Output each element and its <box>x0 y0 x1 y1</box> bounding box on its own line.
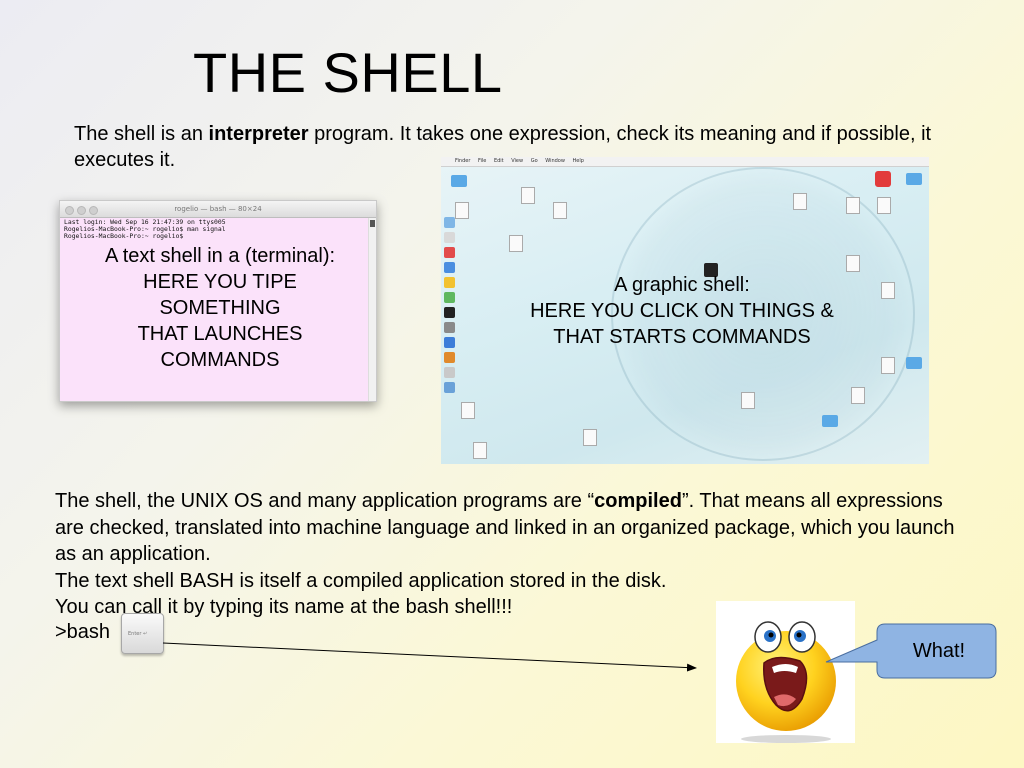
callout-text: What! <box>912 640 966 662</box>
app-icon <box>443 352 455 363</box>
folder-icon <box>906 357 922 369</box>
shocked-smiley-image <box>716 601 855 743</box>
app-icon <box>704 263 718 277</box>
document-icon <box>583 429 597 446</box>
menu-item: View <box>511 158 524 164</box>
app-icon <box>443 337 455 348</box>
terminal-line: Rogelios-MacBook-Pro:~ rogelio$ <box>64 232 188 240</box>
intro-paragraph: The shell is an interpreter program. It … <box>74 121 974 173</box>
document-icon <box>553 202 567 219</box>
scrollbar-thumb <box>370 220 375 227</box>
zoom-icon <box>89 206 98 215</box>
app-icon <box>443 247 455 258</box>
terminal-title: rogelio — bash — 80×24 <box>174 205 262 213</box>
app-icon <box>443 382 455 393</box>
app-icon <box>443 292 455 303</box>
folder-icon <box>451 175 467 187</box>
document-icon <box>846 255 860 272</box>
close-icon <box>65 206 74 215</box>
university-seal-wallpaper <box>611 167 915 461</box>
terminal-line: Rogelios-MacBook-Pro:~ rogelio$ man sign… <box>64 225 226 233</box>
compiled-text-start: The shell, the UNIX OS and many applicat… <box>55 490 595 512</box>
terminal-caption: A text shell in a (terminal): HERE YOU T… <box>104 245 336 371</box>
document-icon <box>461 402 475 419</box>
app-icon <box>443 232 455 243</box>
call-sentence: You can call it by typing its name at th… <box>55 596 513 618</box>
finder-icon <box>443 217 455 228</box>
app-icon <box>443 322 455 333</box>
document-icon <box>881 357 895 374</box>
app-icon <box>875 171 891 187</box>
terminal-titlebar: rogelio — bash — 80×24 <box>60 201 376 218</box>
app-icon <box>443 262 455 273</box>
compiled-text-end: ”. That means all expressions are checke… <box>55 490 955 565</box>
intro-text-end: program. It takes one expression, check … <box>74 123 932 171</box>
menu-item: Window <box>545 158 565 164</box>
enter-key-icon: Enter ↵ <box>121 613 164 654</box>
compiled-bold-term: compiled <box>594 490 682 512</box>
terminal-window: rogelio — bash — 80×24 Last login: Wed S… <box>59 200 377 402</box>
enter-key-label: Enter ↵ <box>128 631 148 637</box>
bash-prompt: >bash <box>55 621 111 643</box>
menu-item: Edit <box>493 158 504 164</box>
bash-sentence: The text shell BASH is itself a compiled… <box>55 569 667 592</box>
body-paragraph: The shell, the UNIX OS and many applicat… <box>55 488 955 621</box>
slide-title: THE SHELL <box>193 41 503 104</box>
document-icon <box>521 187 535 204</box>
minimize-icon <box>77 206 86 215</box>
menu-item: File <box>477 158 487 164</box>
menu-item: Go <box>530 158 538 164</box>
smiley-face-icon <box>736 621 836 743</box>
menu-item: Help <box>572 158 584 164</box>
document-icon <box>509 235 523 252</box>
folder-icon <box>906 173 922 185</box>
folder-icon <box>822 415 838 427</box>
desktop-screenshot: Finder File Edit View Go Window Help <box>441 157 929 464</box>
compiled-sentence: The shell, the UNIX OS and many applicat… <box>55 488 955 568</box>
document-icon <box>741 392 755 409</box>
app-icon <box>443 367 455 378</box>
document-icon <box>846 197 860 214</box>
intro-text-start: The shell is an <box>74 123 209 145</box>
document-icon <box>877 197 891 214</box>
desktop-caption: A graphic shell: HERE YOU CLICK ON THING… <box>530 274 834 348</box>
document-icon <box>851 387 865 404</box>
terminal-line: Last login: Wed Sep 16 21:47:39 on ttys0… <box>64 218 226 226</box>
intro-bold-term: interpreter <box>208 123 309 145</box>
document-icon <box>455 202 469 219</box>
window-controls <box>65 205 101 221</box>
document-icon <box>793 193 807 210</box>
terminal-output: Last login: Wed Sep 16 21:47:39 on ttys0… <box>60 218 376 241</box>
dock <box>441 217 457 457</box>
app-icon <box>443 277 455 288</box>
terminal-icon <box>443 307 455 318</box>
terminal-scrollbar <box>368 218 376 401</box>
document-icon <box>473 442 487 459</box>
menu-item: Finder <box>455 158 471 164</box>
document-icon <box>881 282 895 299</box>
pointer-arrow <box>162 642 697 672</box>
desktop-menubar: Finder File Edit View Go Window Help <box>441 157 929 167</box>
